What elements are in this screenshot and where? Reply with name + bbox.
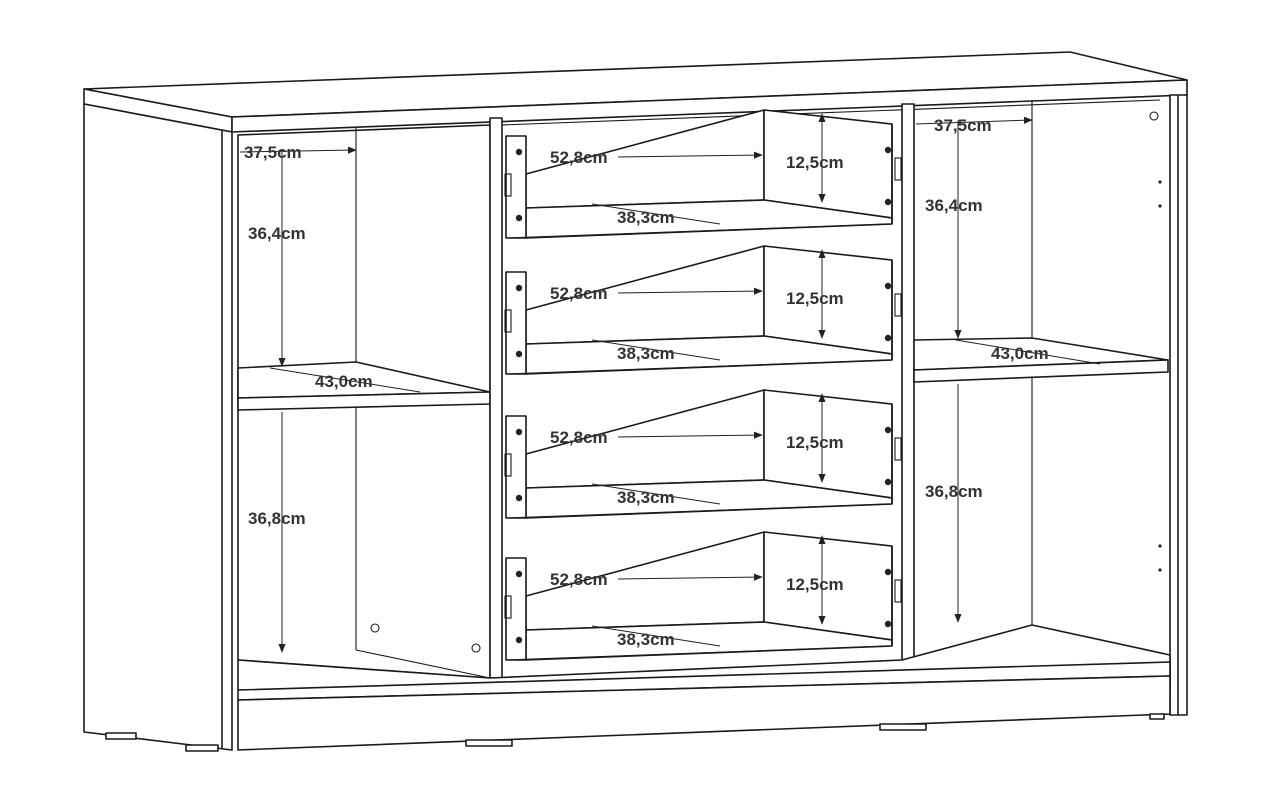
drawer-height-label: 12,5cm [786, 575, 844, 594]
right-lower-height-label: 36,8cm [925, 482, 983, 501]
drawer-depth-label: 38,3cm [617, 208, 675, 227]
drawer-depth-label: 38,3cm [617, 630, 675, 649]
left-upper-height-label: 36,4cm [248, 224, 306, 243]
dimension-labels: 37,5cm 36,4cm 43,0cm 36,8cm 37,5cm 36,4c… [244, 116, 1049, 528]
drawer-depth-label: 38,3cm [617, 488, 675, 507]
drawer-height-label: 12,5cm [786, 289, 844, 308]
drawer-width-label: 52,8cm [550, 148, 608, 167]
dimension-lines [239, 116, 1101, 653]
drawer-3: 52,8cm 12,5cm 38,3cm [504, 389, 902, 519]
left-lower-height-label: 36,8cm [248, 509, 306, 528]
right-width-label: 37,5cm [934, 116, 992, 135]
drawer-height-label: 12,5cm [786, 433, 844, 452]
drawer-width-label: 52,8cm [550, 284, 608, 303]
drawer-2: 52,8cm 12,5cm 38,3cm [504, 245, 902, 375]
right-upper-height-label: 36,4cm [925, 196, 983, 215]
drawer-height-label: 12,5cm [786, 153, 844, 172]
drawer-4: 52,8cm 12,5cm 38,3cm [504, 531, 902, 661]
left-depth-label: 43,0cm [315, 372, 373, 391]
drawer-width-label: 52,8cm [550, 570, 608, 589]
right-depth-label: 43,0cm [991, 344, 1049, 363]
drawer-depth-label: 38,3cm [617, 344, 675, 363]
cabinet-carcass [83, 51, 1188, 752]
left-width-label: 37,5cm [244, 143, 302, 162]
drawer-width-label: 52,8cm [550, 428, 608, 447]
drawer-1: 52,8cm 12,5cm 38,3cm [504, 109, 902, 239]
